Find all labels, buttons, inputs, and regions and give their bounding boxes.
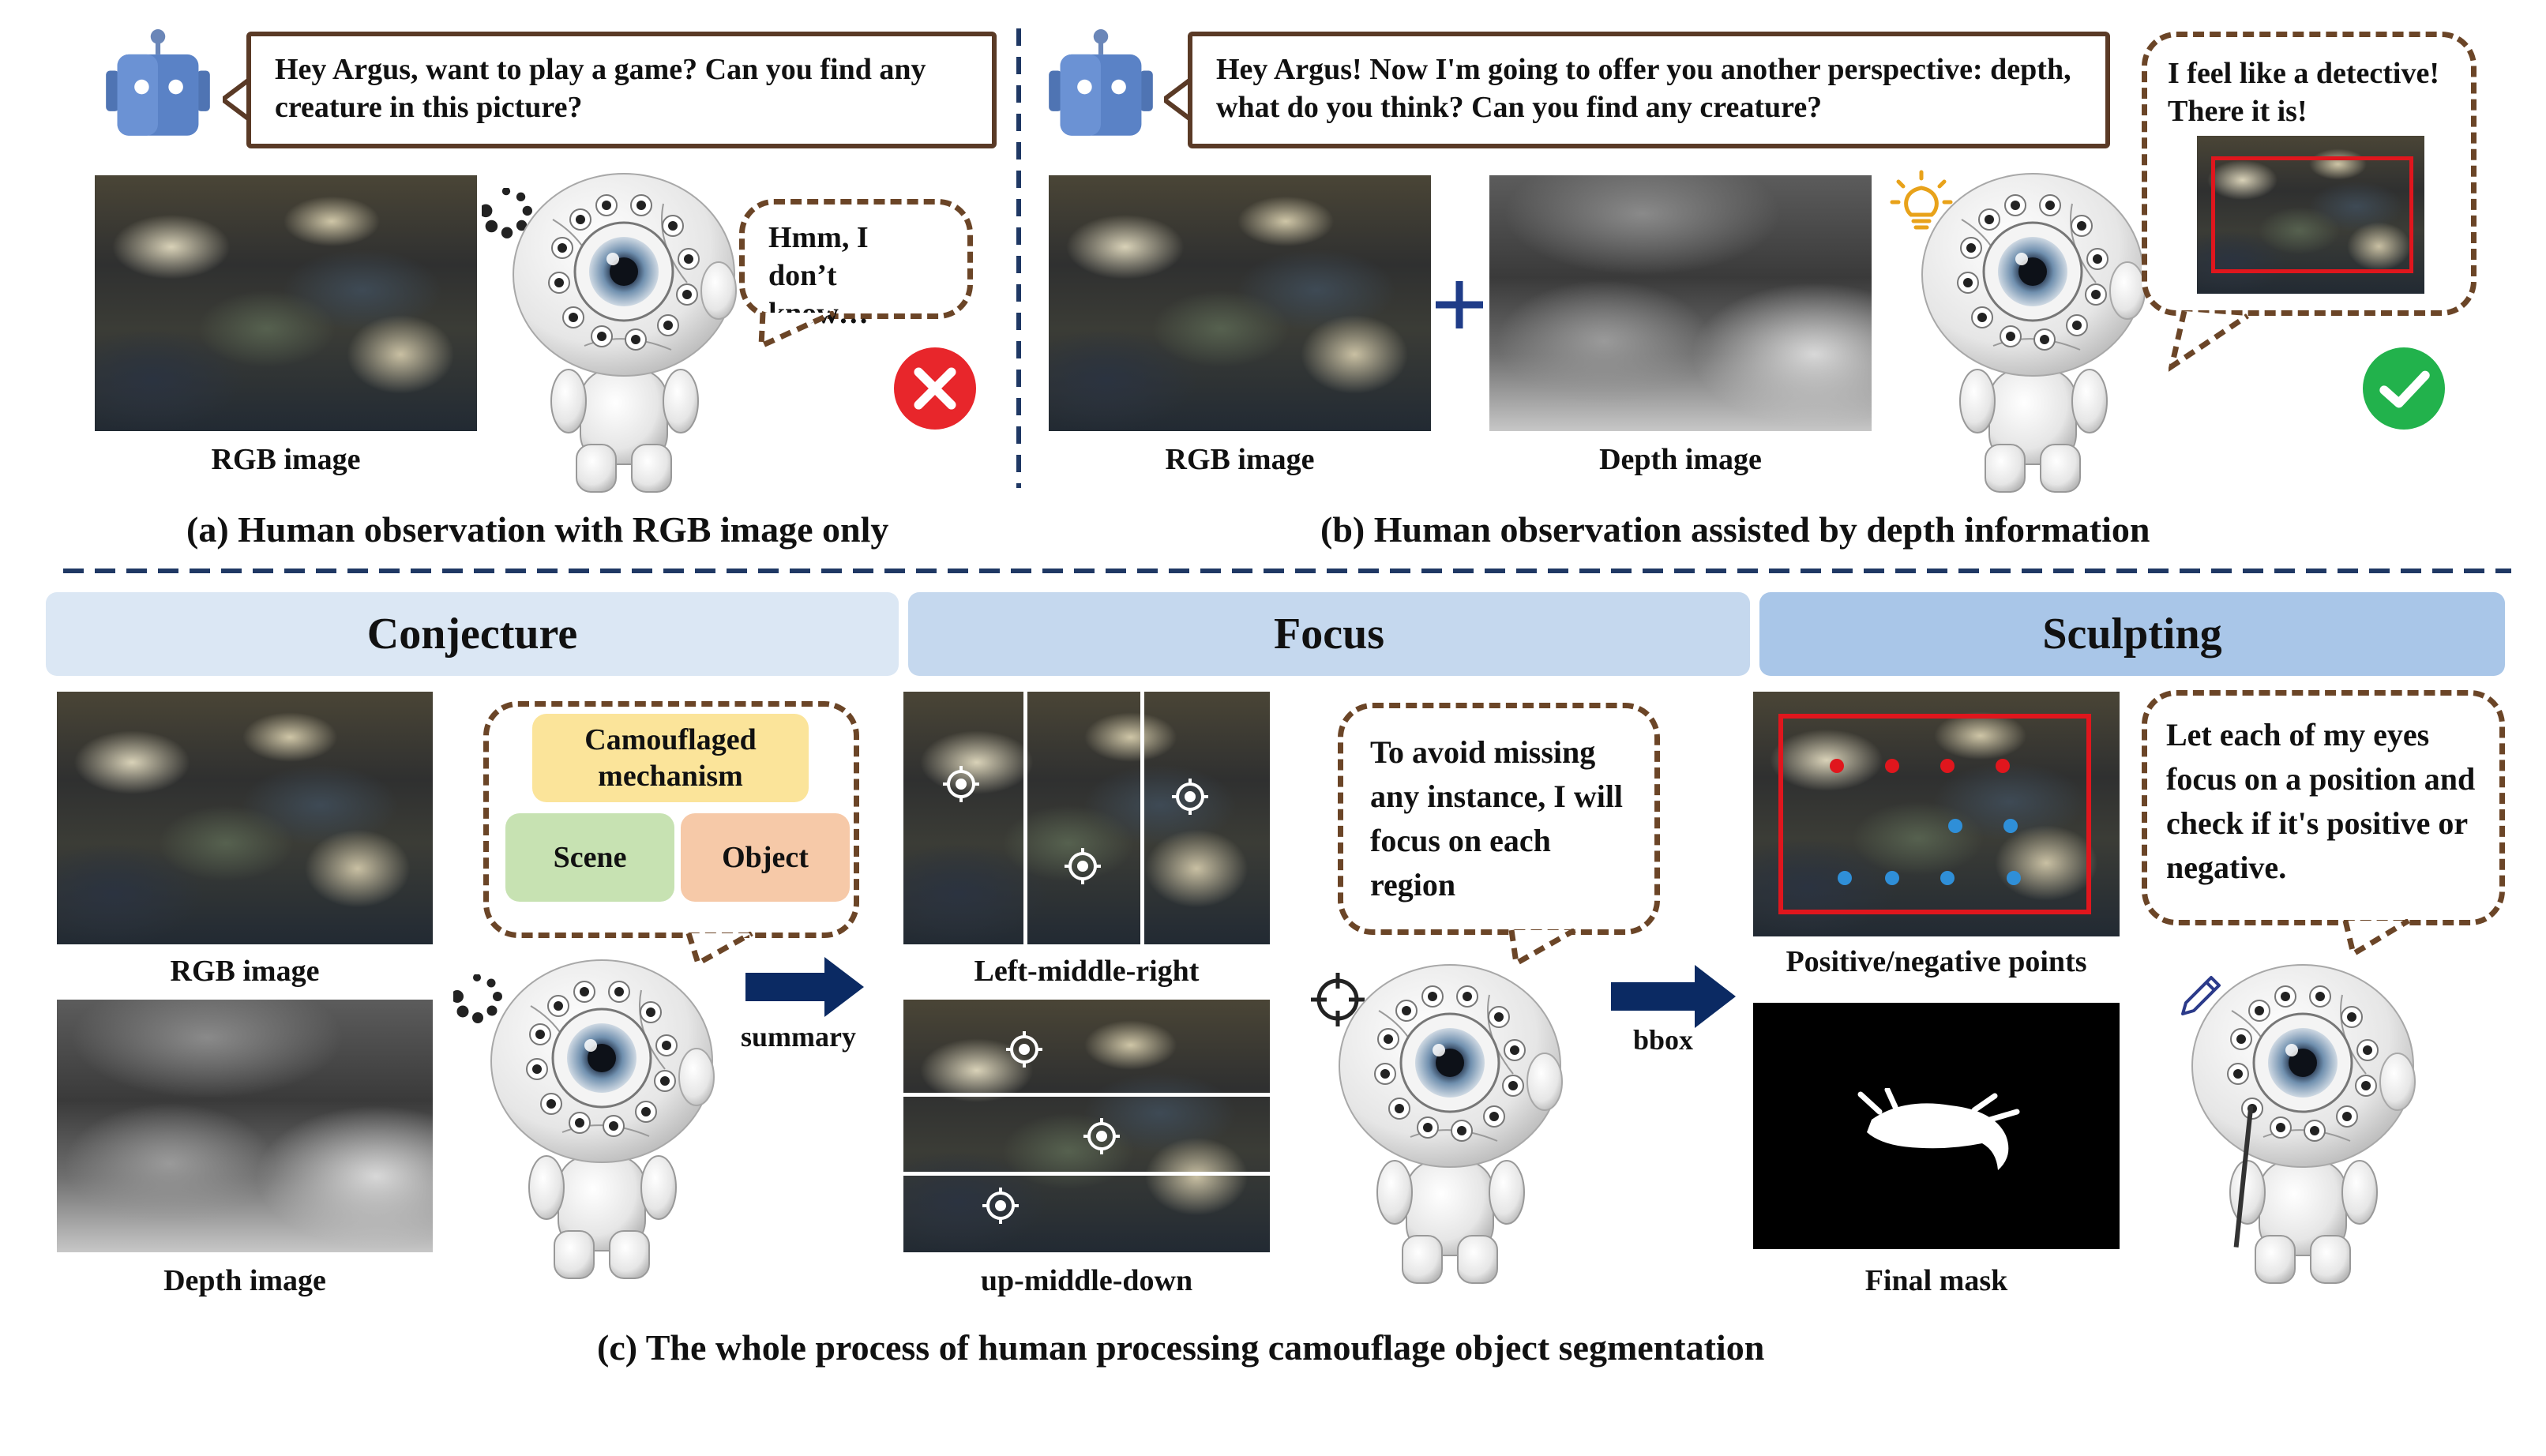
cross-icon (894, 347, 976, 430)
umd-image (903, 1000, 1270, 1252)
arrow-bbox (1611, 965, 1736, 1028)
caption-b: (b) Human observation assisted by depth … (1320, 509, 2150, 550)
tag-camouflaged-mechanism: Camouflaged mechanism (532, 714, 809, 802)
prompt-a-text: Hey Argus, want to play a game? Can you … (275, 53, 926, 124)
points-layer (1753, 692, 2120, 936)
rgb-label-c: RGB image (170, 955, 320, 988)
arrow-summary-label: summary (741, 1021, 856, 1053)
negative-point (1940, 871, 1955, 885)
positive-point (1996, 759, 2010, 773)
reply-a-bubble: Hmm, I don’t know… (739, 199, 973, 330)
detected-image-b (2197, 136, 2424, 294)
stage-conjecture: Conjecture (46, 592, 899, 676)
points-image (1753, 692, 2120, 936)
points-label: Positive/negative points (1786, 945, 2087, 978)
caption-c: (c) The whole process of human processin… (597, 1327, 1765, 1368)
prompt-a-bubble: Hey Argus, want to play a game? Can you … (246, 32, 997, 148)
depth-image-c (57, 1000, 433, 1252)
negative-point (1838, 871, 1852, 885)
reply-b-text: I feel like a detective! There it is! (2168, 57, 2439, 128)
arrow-bbox-label: bbox (1633, 1024, 1694, 1056)
bulb-icon (1890, 170, 1953, 230)
reply-a-tail (758, 311, 836, 351)
stage-sculpting: Sculpting (1759, 592, 2505, 676)
positive-point (1885, 759, 1899, 773)
target-icon (982, 1188, 1019, 1224)
split-line (1140, 692, 1144, 944)
check-icon (2363, 347, 2445, 430)
rgb-label-b: RGB image (1165, 443, 1315, 476)
split-line (903, 1093, 1270, 1097)
reply-b-tail (2169, 310, 2249, 372)
negative-point (1948, 819, 1962, 833)
mask-shape (1857, 1088, 2020, 1170)
prompt-b-text: Hey Argus! Now I'm going to offer you an… (1216, 53, 2071, 124)
pen-icon (2181, 976, 2221, 1015)
positive-point (1940, 759, 1955, 773)
final-mask-image (1753, 1003, 2120, 1249)
argus-figure-sculpting (2191, 963, 2416, 1285)
target-icon (1311, 973, 1365, 1026)
conjecture-tail (685, 932, 753, 966)
argus-figure-a (512, 172, 738, 493)
positive-point (1830, 759, 1844, 773)
sculpt-bubble: Let each of my eyes focus on a position … (2142, 690, 2505, 925)
argus-figure-conjecture (490, 959, 715, 1280)
argus-figure-focus (1338, 963, 1564, 1285)
robot-icon (101, 28, 215, 142)
plus-icon (1436, 281, 1483, 328)
lmr-image (903, 692, 1270, 944)
focus-bubble: To avoid missing any instance, I will fo… (1338, 703, 1660, 935)
umd-label: up-middle-down (980, 1264, 1193, 1297)
sculpt-reply-text: Let each of my eyes focus on a position … (2166, 717, 2476, 885)
rgb-image-c (57, 692, 433, 944)
rgb-label-a: RGB image (211, 443, 361, 476)
target-icon (1065, 848, 1101, 884)
negative-point (1885, 871, 1899, 885)
detection-box (2211, 156, 2413, 273)
vertical-divider (1016, 28, 1021, 488)
mask-label: Final mask (1864, 1264, 2008, 1297)
target-icon (943, 766, 979, 802)
split-line (903, 1172, 1270, 1176)
lmr-label: Left-middle-right (974, 955, 1200, 988)
robot-icon (1044, 28, 1158, 142)
tag-object: Object (681, 813, 850, 902)
bbox-rect (1778, 714, 2091, 914)
caption-a: (a) Human observation with RGB image onl… (186, 509, 889, 550)
negative-point (2007, 871, 2021, 885)
focus-tail (1508, 929, 1576, 966)
stage-focus: Focus (908, 592, 1750, 676)
arrow-summary (745, 957, 864, 1017)
target-icon (1172, 779, 1208, 815)
horizontal-divider (63, 569, 2511, 573)
focus-reply-text: To avoid missing any instance, I will fo… (1370, 734, 1624, 902)
tag-scene: Scene (505, 813, 674, 902)
rgb-image-b (1049, 175, 1431, 431)
split-line (1023, 692, 1027, 944)
target-icon (1083, 1118, 1120, 1154)
target-icon (1006, 1031, 1042, 1068)
depth-label-b: Depth image (1599, 443, 1762, 476)
prompt-b-bubble: Hey Argus! Now I'm going to offer you an… (1188, 32, 2110, 148)
sculpt-tail (2342, 919, 2410, 957)
depth-image-b (1489, 175, 1872, 431)
negative-point (2003, 819, 2018, 833)
rgb-image-a (95, 175, 477, 431)
depth-label-c: Depth image (163, 1264, 326, 1297)
argus-figure-b (1921, 172, 2146, 493)
